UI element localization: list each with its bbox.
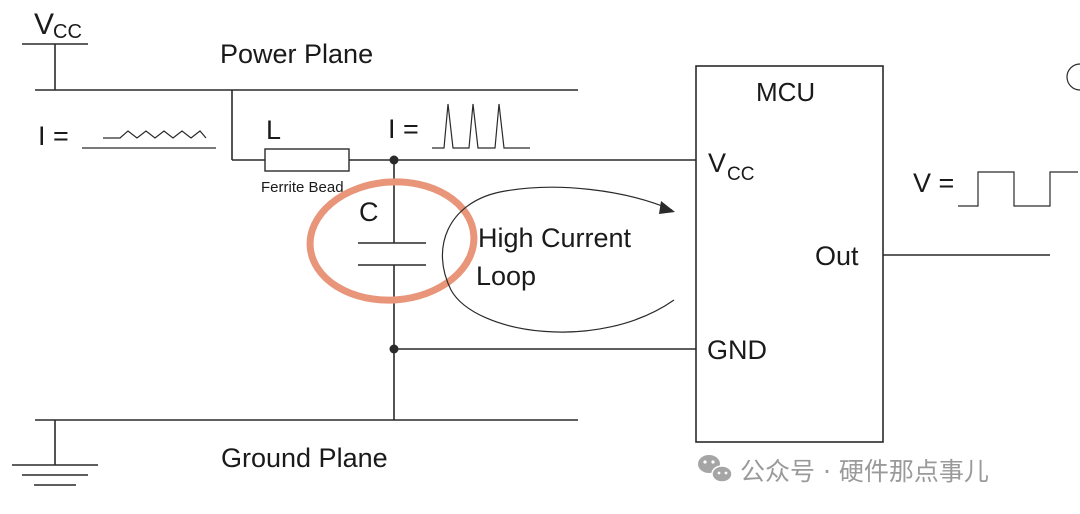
watermark-text: 公众号 · 硬件那点事儿: [740, 457, 989, 486]
pulse-current-label: I =: [388, 114, 419, 144]
capacitor: C: [358, 197, 426, 266]
partial-circle-icon: [1066, 63, 1080, 91]
ground-plane-label: Ground Plane: [221, 443, 388, 473]
output-square-wave: [958, 171, 1078, 207]
output-waveform-indicator: V =: [913, 168, 1078, 207]
output-voltage-label: V =: [913, 168, 954, 198]
pulse-current-indicator: I =: [388, 103, 530, 149]
loop-arrow-path: [441, 186, 675, 333]
smooth-current-indicator: I =: [38, 121, 216, 151]
mcu-gnd-pin: GND: [707, 335, 767, 365]
watermark: 公众号 · 硬件那点事儿: [698, 455, 989, 486]
mcu-out-pin: Out: [815, 241, 859, 271]
mcu-body: [695, 65, 884, 443]
capacitor-highlight-ring: [306, 178, 478, 304]
mcu-vcc-pin: V: [708, 148, 726, 178]
power-plane-label: Power Plane: [220, 39, 373, 69]
vcc-source: V CC: [22, 8, 88, 90]
ferrite-bead-body: [264, 148, 350, 172]
smooth-current-waveform: [103, 130, 207, 139]
loop-label-line2: Loop: [476, 261, 536, 291]
capacitor-label: C: [359, 197, 379, 227]
mcu-vcc-pin-sub: CC: [727, 164, 754, 185]
pulse-current-waveform: [432, 103, 530, 149]
mcu-block: MCU V CC Out GND: [695, 65, 884, 443]
ground-symbol: [12, 420, 98, 486]
vcc-label: V: [34, 8, 54, 41]
mcu-title: MCU: [756, 77, 815, 107]
wechat-icon: [698, 455, 733, 483]
loop-label-line1: High Current: [478, 223, 632, 253]
vcc-label-sub: CC: [53, 21, 82, 43]
ferrite-bead-label: Ferrite Bead: [261, 179, 344, 196]
smooth-current-label: I =: [38, 121, 69, 151]
loop-arrowhead: [659, 201, 675, 214]
inductor-label: L: [266, 115, 281, 145]
high-current-loop: High Current Loop: [441, 186, 675, 333]
ferrite-bead: L Ferrite Bead: [261, 115, 350, 196]
